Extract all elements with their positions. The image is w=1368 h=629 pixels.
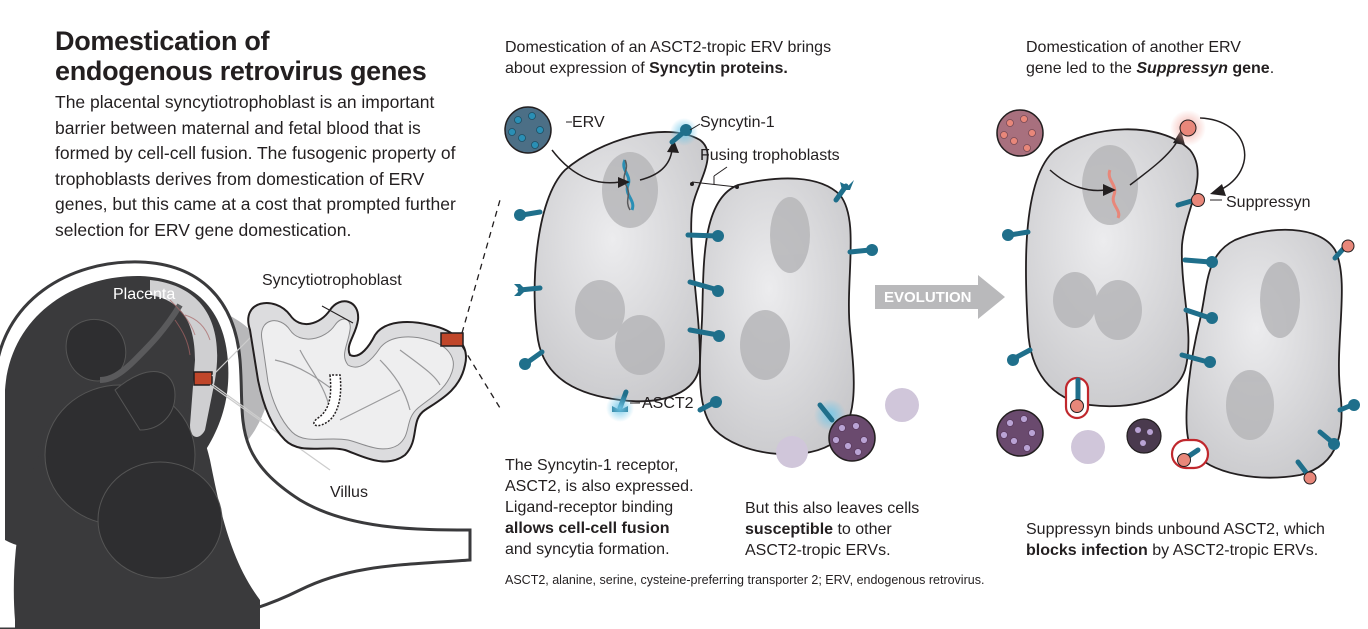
panel2-top-caption: Domestication of an ASCT2-tropic ERV bri…: [505, 39, 832, 77]
title-line2: endogenous retrovirus genes: [55, 56, 427, 86]
panel3-bottom-caption: Suppressyn binds unbound ASCT2, which bl…: [1026, 521, 1325, 559]
footnote: ASCT2, alanine, serine, cysteine-preferr…: [505, 573, 985, 587]
label-erv: ERV: [572, 114, 605, 131]
uterus-illustration: [0, 260, 472, 629]
panel3-top-caption: Domestication of another ERV gene led to…: [1026, 39, 1275, 77]
panel3-viruses: [996, 109, 1162, 464]
placenta-callout-box: [193, 371, 213, 386]
label-asct2: ASCT2: [642, 395, 694, 412]
villus-illustration: [247, 199, 501, 463]
panel3-cells: [1024, 110, 1343, 479]
label-syncytin1: Syncytin-1: [700, 114, 775, 131]
panel2-left-caption: The Syncytin-1 receptor, ASCT2, is also …: [505, 457, 694, 558]
villus-callout-box: [440, 332, 464, 347]
evolution-arrow: [875, 275, 1005, 319]
erv-virus-purple: [776, 388, 919, 468]
erv-virus-blue: [504, 106, 552, 154]
label-fusing-trophoblasts: Fusing trophoblasts: [700, 147, 840, 164]
title-line1: Domestication of: [55, 26, 270, 56]
label-syncytiotrophoblast: Syncytiotrophoblast: [262, 272, 402, 289]
panel2-right-caption: But this also leaves cells susceptible t…: [745, 500, 920, 559]
panel2-cells: [533, 131, 855, 456]
label-villus: Villus: [330, 484, 368, 501]
panel3-receptors: [1002, 193, 1360, 485]
label-placenta: Placenta: [113, 286, 176, 303]
label-suppressyn: Suppressyn: [1226, 194, 1311, 211]
intro-paragraph: The placental syncytiotrophoblast is an …: [55, 92, 456, 240]
evolution-label: EVOLUTION: [884, 289, 972, 306]
page-title: Domestication of endogenous retrovirus g…: [55, 26, 427, 86]
